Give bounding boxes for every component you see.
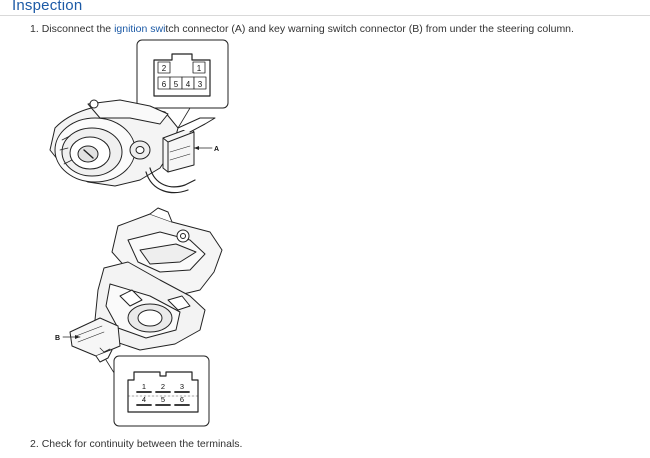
callout-a-arrow <box>194 146 199 150</box>
step-1-text-after: tch connector (A) and key warning switch… <box>165 23 574 35</box>
connector-b-pin-1: 1 <box>142 382 146 391</box>
connector-a-leader <box>177 107 191 129</box>
step-2-number: 2. <box>30 438 39 450</box>
connector-b-detail: 1 2 3 4 5 6 <box>113 355 210 427</box>
step-2-text: Check for continuity between the termina… <box>41 438 243 450</box>
connector-b-pin-4: 4 <box>142 395 146 404</box>
step-2: 2. Check for continuity between the term… <box>30 438 242 450</box>
step-1-text-before: Disconnect the <box>41 23 115 35</box>
connector-a-pin-1: 1 <box>197 64 202 73</box>
connector-b-pin-3: 3 <box>180 382 184 391</box>
connector-a-pin-3: 3 <box>198 80 203 89</box>
connector-a-detail: 2 1 6 5 4 3 <box>136 39 229 109</box>
step-1-number: 1. <box>30 23 39 35</box>
connector-a-pin-4: 4 <box>186 80 191 89</box>
ignition-switch-link[interactable]: ignition swi <box>114 23 166 35</box>
connector-b-pin-5: 5 <box>161 395 165 404</box>
step-1: 1. Disconnect the ignition switch connec… <box>30 23 574 35</box>
connector-a-pin-2: 2 <box>162 64 167 73</box>
connector-a-pin-6: 6 <box>162 80 167 89</box>
section-heading: Inspection <box>12 0 83 14</box>
callout-a-label: A <box>214 146 219 153</box>
callout-b-label: B <box>55 335 60 342</box>
callout-b-arrow <box>75 335 80 339</box>
connector-a-pin-5: 5 <box>174 80 179 89</box>
key-warning-switch-assembly <box>69 207 223 363</box>
connector-b-pin-2: 2 <box>161 382 165 391</box>
heading-divider <box>0 15 650 16</box>
connector-b-pin-6: 6 <box>180 395 184 404</box>
ignition-switch-assembly <box>49 99 216 194</box>
